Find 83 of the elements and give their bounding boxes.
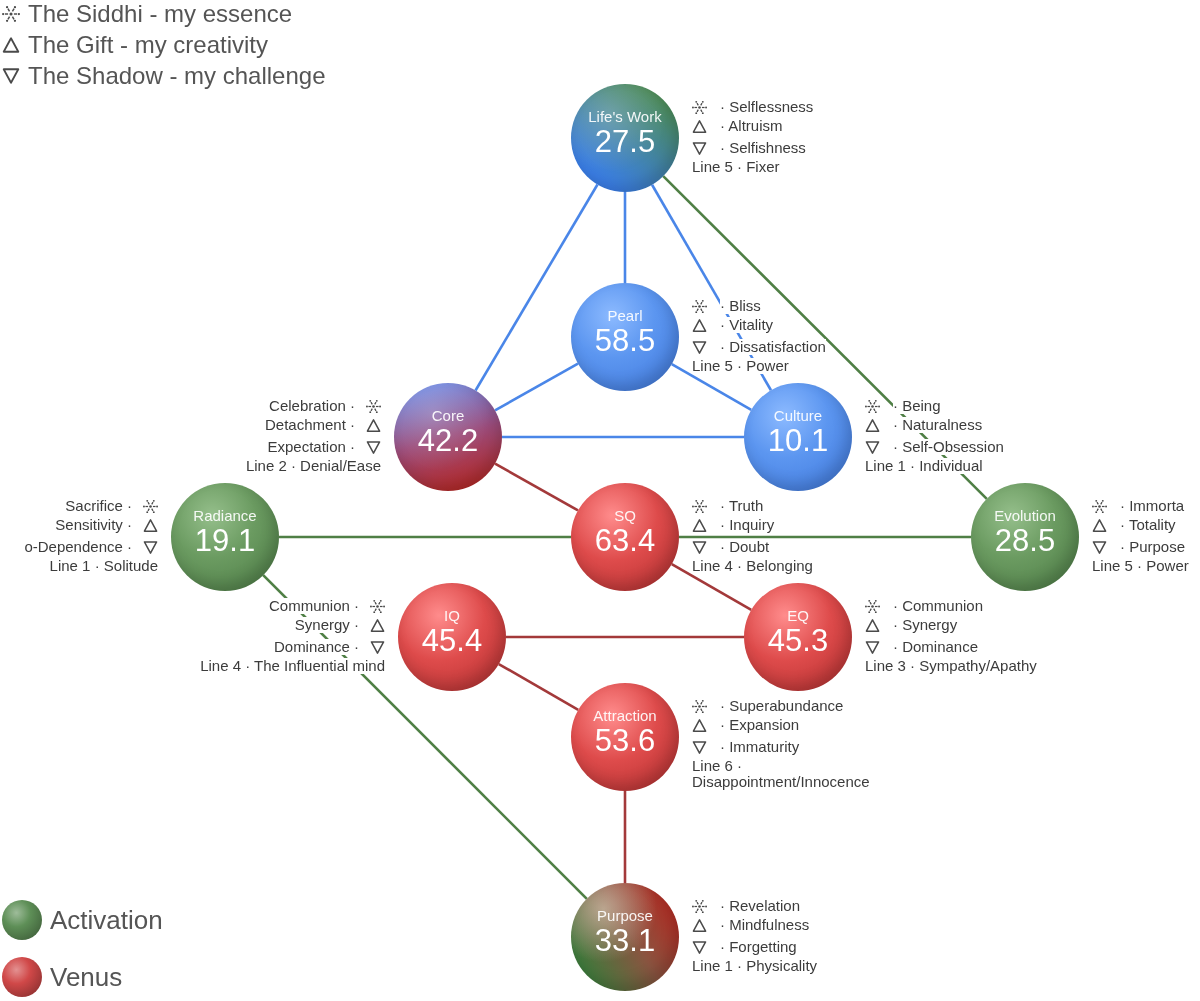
legend-text: The Gift - my creativity bbox=[28, 31, 269, 59]
annotation-text: Line 1 · Physicality bbox=[692, 958, 818, 974]
annotation-text: Synergy · bbox=[294, 617, 359, 633]
annotation-text: · Immaturity bbox=[720, 739, 800, 755]
connector-line bbox=[279, 535, 571, 539]
annotation-text: · Self-Obsession bbox=[893, 439, 1004, 455]
node-label: Culture bbox=[773, 406, 823, 424]
annotation-text: · Revelation bbox=[720, 898, 801, 914]
annotation-text: Expectation · bbox=[267, 439, 355, 455]
connector-line bbox=[494, 362, 579, 412]
legend-text: The Shadow - my challenge bbox=[28, 62, 326, 90]
annotation-text: · Naturalness bbox=[893, 417, 983, 433]
annotation-text: · Bliss bbox=[720, 298, 761, 314]
annotation-text: · Expansion bbox=[720, 717, 800, 733]
annotation-text: · Forgetting bbox=[720, 939, 797, 955]
annotation-text: · Altruism bbox=[720, 118, 783, 134]
node-label: Life's Work bbox=[588, 107, 662, 125]
annotation-text: Sacrifice · bbox=[65, 498, 132, 514]
annotation-text: Celebration · bbox=[269, 398, 355, 414]
annotation-text: Line 5 · Power bbox=[692, 358, 789, 374]
annotation-text: · Dominance bbox=[893, 639, 979, 655]
node-value: 27.5 bbox=[594, 124, 656, 159]
connector-line bbox=[498, 662, 579, 712]
node-label: EQ bbox=[787, 606, 809, 624]
connector-line bbox=[671, 362, 752, 412]
connector-line bbox=[679, 535, 971, 539]
annotation-text: Line 5 · Fixer bbox=[692, 159, 780, 175]
node-value: 63.4 bbox=[594, 523, 656, 558]
annotation-text: Line 4 · The Influential mind bbox=[200, 658, 385, 674]
annotation-text: · Communion bbox=[893, 598, 984, 614]
node-label: SQ bbox=[614, 506, 636, 524]
annotation-text: · Dissatisfaction bbox=[720, 339, 826, 355]
node-value: 19.1 bbox=[194, 523, 256, 558]
annotation-text: Line 2 · Denial/Ease bbox=[245, 458, 381, 474]
annotation-text: Dominance · bbox=[273, 639, 359, 655]
annotation-text: · Mindfulness bbox=[720, 917, 810, 933]
annotation-text: · Vitality bbox=[720, 317, 774, 333]
node-label: Purpose bbox=[597, 906, 653, 924]
annotation-text: · Superabundance bbox=[720, 698, 844, 714]
annotation-text: · Selfishness bbox=[720, 140, 806, 156]
node-label: IQ bbox=[444, 606, 460, 624]
legend-text: Activation bbox=[50, 905, 163, 935]
annotation-text: o-Dependence · bbox=[24, 539, 132, 555]
node-label: Attraction bbox=[593, 706, 657, 724]
connector-line bbox=[671, 562, 752, 612]
annotation-text: Sensitivity · bbox=[55, 517, 132, 533]
annotation-text: · Truth bbox=[720, 498, 764, 514]
connector-line bbox=[623, 791, 627, 883]
node-label: Evolution bbox=[994, 506, 1056, 524]
annotation-text: · Doubt bbox=[720, 539, 770, 555]
legend-text: The Siddhi - my essence bbox=[28, 0, 293, 28]
annotation-text: · Totality bbox=[1120, 517, 1176, 533]
node-value: 58.5 bbox=[594, 323, 656, 358]
connector-line bbox=[474, 183, 599, 392]
node-label: Core bbox=[431, 406, 465, 424]
node-value: 42.2 bbox=[417, 423, 479, 458]
annotation-text: Line 3 · Sympathy/Apathy bbox=[865, 658, 1037, 674]
node-label: Radiance bbox=[193, 506, 257, 524]
annotation-text: · Being bbox=[893, 398, 941, 414]
annotation-text: · Selflessness bbox=[720, 99, 814, 115]
connector-line bbox=[623, 192, 627, 283]
annotation-text: Line 5 · Power bbox=[1092, 558, 1189, 574]
annotation-text: Line 4 · Belonging bbox=[692, 558, 813, 574]
node-value: 53.6 bbox=[594, 723, 656, 758]
annotation-text: Line 1 · Solitude bbox=[49, 558, 158, 574]
annotation-text: · Purpose bbox=[1120, 539, 1186, 555]
annotation-text: · Immorta bbox=[1120, 498, 1185, 514]
legend-text: Venus bbox=[50, 962, 123, 992]
node-value: 45.4 bbox=[421, 623, 483, 658]
annotation-text: · Inquiry bbox=[720, 517, 775, 533]
connector-line bbox=[662, 175, 988, 500]
connector-line bbox=[494, 462, 579, 512]
annotation-text: Detachment · bbox=[264, 417, 355, 433]
node-value: 33.1 bbox=[594, 923, 656, 958]
connector-line bbox=[506, 635, 744, 639]
connector-line bbox=[502, 435, 744, 439]
annotation-text: Communion · bbox=[268, 598, 359, 614]
node-value: 10.1 bbox=[767, 423, 829, 458]
node-value: 28.5 bbox=[994, 523, 1056, 558]
node-value: 45.3 bbox=[767, 623, 829, 658]
annotation-text: Line 1 · Individual bbox=[865, 458, 983, 474]
node-label: Pearl bbox=[607, 306, 643, 324]
annotation-text: · Synergy bbox=[893, 617, 958, 633]
